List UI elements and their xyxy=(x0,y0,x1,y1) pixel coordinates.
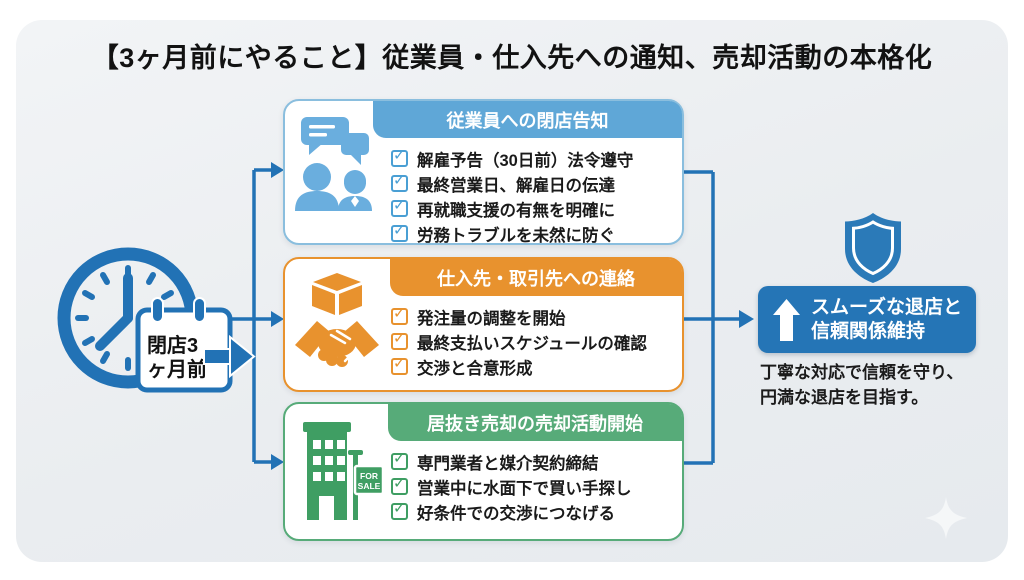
clock-icon: 閉店3 ヶ月前 xyxy=(57,247,256,393)
checkbox-icon xyxy=(391,146,408,167)
list-item: 営業中に水面下で買い手探し xyxy=(391,474,632,499)
card-employee-notice: 従業員への閉店告知 解雇予告（30日前）法令遵守 最終営業日、解雇日の伝達 xyxy=(283,99,684,245)
list-item: 再就職支援の有無を明確に xyxy=(391,196,633,221)
outcome-caption-line1: 丁寧な対応で信頼を守り、 xyxy=(760,363,964,382)
list-item-label: 発注量の調整を開始 xyxy=(417,309,566,328)
checkbox-icon xyxy=(391,329,408,350)
calendar-icon: 閉店3 ヶ月前 xyxy=(135,297,233,393)
checkbox-icon xyxy=(391,449,408,470)
outcome-banner: スムーズな退店と 信頼関係維持 xyxy=(758,286,976,353)
sale-checklist: 専門業者と媒介契約締結 営業中に水面下で買い手探し 好条件での交渉につなげる xyxy=(391,449,632,524)
card-employee-header: 従業員への閉店告知 xyxy=(373,101,682,138)
outcome-title-line2: 信頼関係維持 xyxy=(811,320,926,342)
card-sale-activity: 居抜き売却の売却活動開始 FOR SALE 専門業者と媒介契約締結 xyxy=(283,402,684,541)
calendar-label-line1: 閉店3 xyxy=(147,334,198,357)
outcome-caption: 丁寧な対応で信頼を守り、 円満な退店を目指す。 xyxy=(760,361,963,410)
list-item-label: 営業中に水面下で買い手探し xyxy=(417,479,632,498)
shield-icon xyxy=(845,213,901,283)
arrow-up-icon xyxy=(773,298,800,341)
calendar-label-line2: ヶ月前 xyxy=(147,357,207,381)
list-item: 解雇予告（30日前）法令遵守 xyxy=(391,146,633,171)
building-for-sale-icon: FOR SALE xyxy=(303,422,385,520)
timeline-marker: 閉店3 ヶ月前 xyxy=(46,234,258,406)
sparkle-icon xyxy=(925,497,967,539)
outcome-caption-line2: 円満な退店を目指す。 xyxy=(760,387,929,407)
checkbox-icon xyxy=(391,304,408,325)
outcome-title: スムーズな退店と 信頼関係維持 xyxy=(811,296,962,344)
list-item: 発注量の調整を開始 xyxy=(391,304,647,329)
package-handshake-icon xyxy=(295,273,379,367)
employee-checklist: 解雇予告（30日前）法令遵守 最終営業日、解雇日の伝達 再就職支援の有無を明確に… xyxy=(391,146,633,246)
list-item-label: 最終営業日、解雇日の伝達 xyxy=(417,176,615,195)
checkbox-icon xyxy=(391,221,408,242)
list-item: 最終営業日、解雇日の伝達 xyxy=(391,171,633,196)
list-item-label: 最終支払いスケジュールの確認 xyxy=(417,334,647,353)
list-item: 専門業者と媒介契約締結 xyxy=(391,449,632,474)
sign-label-line2: SALE xyxy=(358,481,381,491)
list-item-label: 専門業者と媒介契約締結 xyxy=(417,454,599,473)
list-item: 好条件での交渉につなげる xyxy=(391,499,632,524)
page-title: 【3ヶ月前にやること】従業員・仕入先への通知、売却活動の本格化 xyxy=(91,43,933,73)
checkbox-icon xyxy=(391,474,408,495)
list-item-label: 交渉と合意形成 xyxy=(417,359,533,378)
list-item-label: 解雇予告（30日前）法令遵守 xyxy=(417,151,634,170)
list-item-label: 再就職支援の有無を明確に xyxy=(417,201,615,220)
outcome-title-line1: スムーズな退店と xyxy=(811,296,963,318)
checkbox-icon xyxy=(391,171,408,192)
checkbox-icon xyxy=(391,499,408,520)
sign-label-line1: FOR xyxy=(360,471,378,481)
arrow-right-icon xyxy=(203,334,256,379)
list-item: 交渉と合意形成 xyxy=(391,354,647,379)
supplier-checklist: 発注量の調整を開始 最終支払いスケジュールの確認 交渉と合意形成 xyxy=(391,304,647,379)
list-item-label: 好条件での交渉につなげる xyxy=(417,504,615,523)
for-sale-sign: FOR SALE xyxy=(353,464,385,496)
checkbox-icon xyxy=(391,354,408,375)
list-item: 最終支払いスケジュールの確認 xyxy=(391,329,647,354)
list-item-label: 労務トラブルを未然に防ぐ xyxy=(417,226,615,245)
card-sale-header: 居抜き売却の売却活動開始 xyxy=(388,404,682,441)
card-supplier-contact: 仕入先・取引先への連絡 発注量の調整を開始 最終支払いスケジュールの確認 xyxy=(283,257,684,392)
checkbox-icon xyxy=(391,196,408,217)
card-supplier-header: 仕入先・取引先への連絡 xyxy=(390,259,682,296)
list-item: 労務トラブルを未然に防ぐ xyxy=(391,221,633,246)
people-chat-icon xyxy=(295,117,372,211)
